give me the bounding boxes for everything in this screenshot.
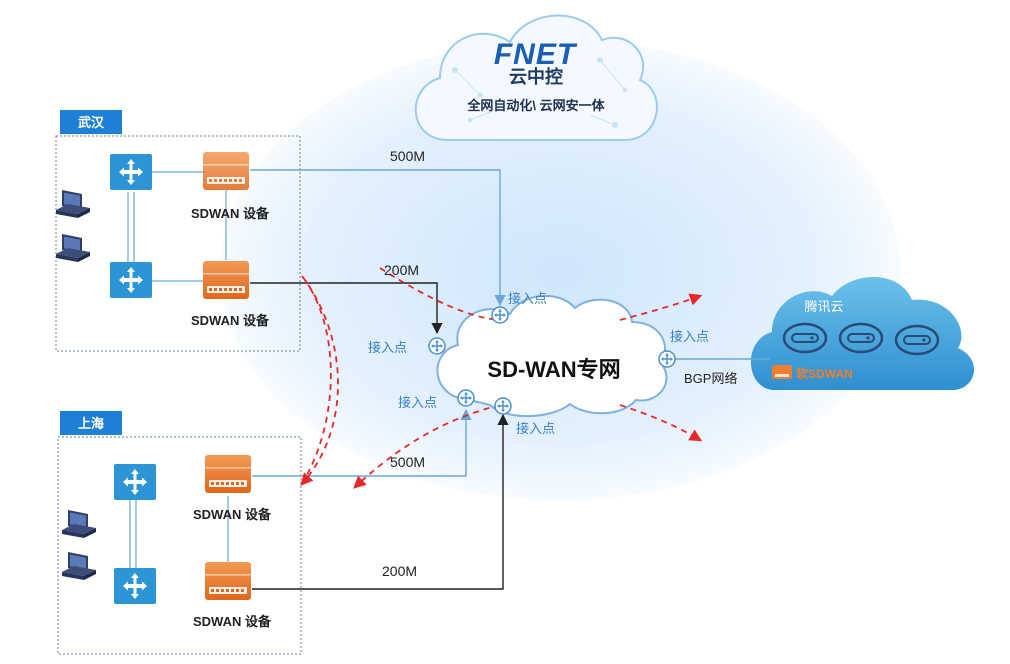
sdwan-cloud: SD-WAN专网 <box>436 295 668 418</box>
bandwidth-label: 500M <box>390 454 425 470</box>
device-label: SDWAN 设备 <box>191 313 270 328</box>
bgp-label: BGP网络 <box>684 371 737 386</box>
pc-icon <box>62 510 96 538</box>
site-shanghai: 上海 SDWAN 设备 SDWAN 设备 <box>57 411 302 655</box>
switch-icon <box>110 154 152 190</box>
access-point-icon <box>494 397 512 415</box>
access-point-label: 接入点 <box>398 395 437 410</box>
pc-icon <box>62 552 96 580</box>
fnet-name: 云中控 <box>509 66 563 87</box>
switch-icon <box>114 464 156 500</box>
sdwan-title: SD-WAN专网 <box>487 357 620 382</box>
access-point-icon <box>658 350 676 368</box>
bandwidth-label: 500M <box>390 148 425 164</box>
soft-sdwan-label: 软SDWAN <box>796 366 853 381</box>
pc-icon <box>56 234 90 262</box>
access-point-label: 接入点 <box>516 421 555 436</box>
site-wuhan: 武汉 SDWAN 设备 SDWAN 设备 <box>55 110 301 352</box>
access-point-label: 接入点 <box>670 329 709 344</box>
access-point-icon <box>428 337 446 355</box>
site-wuhan-box <box>55 135 301 352</box>
access-point-label: 接入点 <box>508 291 547 306</box>
site-shanghai-label: 上海 <box>78 416 104 431</box>
switch-icon <box>110 262 152 298</box>
site-shanghai-tag <box>60 411 122 435</box>
access-point-icon <box>491 306 509 324</box>
tencent-title: 腾讯云 <box>804 299 843 314</box>
switch-icon <box>114 568 156 604</box>
pc-icon <box>56 190 90 218</box>
device-label: SDWAN 设备 <box>193 614 272 629</box>
site-wuhan-tag <box>60 110 122 134</box>
tencent-cloud: 腾讯云 软SDWAN <box>750 276 975 391</box>
traffic-arcs <box>300 267 703 489</box>
sdwan-device-icon <box>203 261 249 299</box>
access-point-label: 接入点 <box>368 340 407 355</box>
bandwidth-label: 200M <box>384 262 419 278</box>
device-label: SDWAN 设备 <box>193 507 272 522</box>
bandwidth-label: 200M <box>382 563 417 579</box>
site-wuhan-label: 武汉 <box>78 115 105 130</box>
access-point-icon <box>457 389 475 407</box>
fnet-slogan: 全网自动化\ 云网安一体 <box>466 98 605 113</box>
sdwan-device-icon <box>205 562 251 600</box>
sdwan-device-icon <box>205 455 251 493</box>
device-label: SDWAN 设备 <box>191 206 270 221</box>
fnet-logo-text: FNET <box>494 38 578 71</box>
fnet-cloud: FNET 云中控 全网自动化\ 云网安一体 <box>414 14 658 141</box>
background-glow <box>220 40 900 500</box>
site-shanghai-box <box>57 436 302 655</box>
sdwan-device-icon <box>203 152 249 190</box>
links <box>250 169 770 590</box>
